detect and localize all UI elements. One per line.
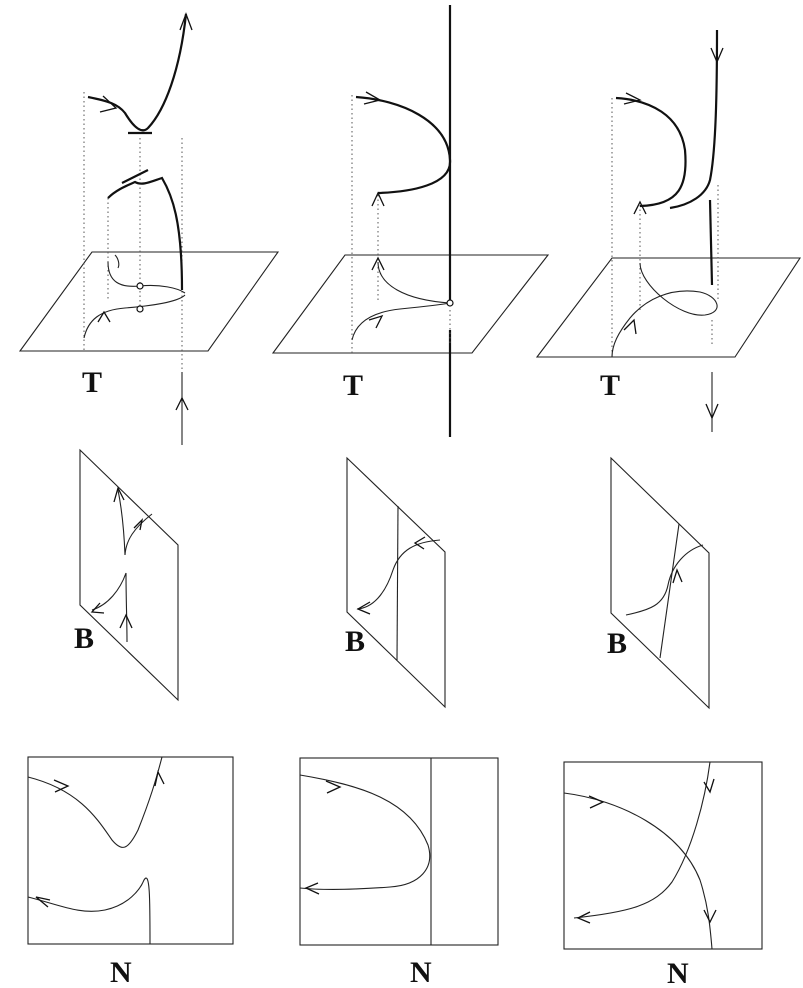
label-t: T <box>343 369 363 402</box>
trajectory-right <box>669 29 719 210</box>
label-n: N <box>410 956 432 983</box>
panel-b-col3: B <box>607 456 710 710</box>
t-plane <box>535 257 802 358</box>
plane-curve-loop <box>611 262 718 358</box>
n-curve-diagonal <box>563 792 713 950</box>
panel-t-col2: T <box>271 5 550 437</box>
label-n: N <box>667 957 689 983</box>
label-b: B <box>607 627 627 660</box>
trajectory-upper <box>615 96 687 208</box>
panel-n-col1: N <box>27 756 234 988</box>
label-n: N <box>110 956 132 983</box>
b-curve <box>356 539 441 610</box>
panel-b-col2: B <box>345 456 446 709</box>
n-curve-upper <box>27 756 163 848</box>
b-curve <box>625 544 704 616</box>
panel-b-col1: B <box>74 448 179 702</box>
b-curve-lower <box>91 572 128 643</box>
b-curve-upper <box>117 489 153 556</box>
n-curve-lower <box>27 877 151 945</box>
panel-t-col3: T <box>535 29 802 432</box>
label-b: B <box>74 622 94 655</box>
n-square <box>27 756 234 945</box>
n-curve <box>299 774 431 890</box>
b-section <box>79 448 179 702</box>
panel-n-col3: N <box>563 761 763 988</box>
plane-curve-lower <box>83 294 186 339</box>
b-section <box>346 456 446 709</box>
t-plane <box>271 254 550 354</box>
plane-curve-lower <box>351 302 451 341</box>
b-axis <box>396 505 399 661</box>
fixed-point-2 <box>136 305 144 313</box>
trajectory-lower <box>107 176 184 291</box>
label-b: B <box>345 625 365 658</box>
trajectory-upper <box>355 95 452 195</box>
n-square <box>563 761 763 950</box>
fixed-point-1 <box>136 282 144 290</box>
plane-curve-upper <box>377 261 451 304</box>
trajectory-upper <box>87 13 188 132</box>
n-square <box>299 757 499 946</box>
label-t: T <box>82 366 102 399</box>
fixed-point <box>446 299 454 307</box>
label-t: T <box>600 369 620 402</box>
b-section <box>610 456 710 710</box>
panel-n-col2: N <box>299 757 499 988</box>
plane-curve-upper <box>107 261 186 294</box>
n-curve-vertical <box>573 761 711 919</box>
t-plane <box>18 251 280 352</box>
panel-t-col1: T <box>18 12 280 445</box>
b-axis <box>659 523 680 659</box>
